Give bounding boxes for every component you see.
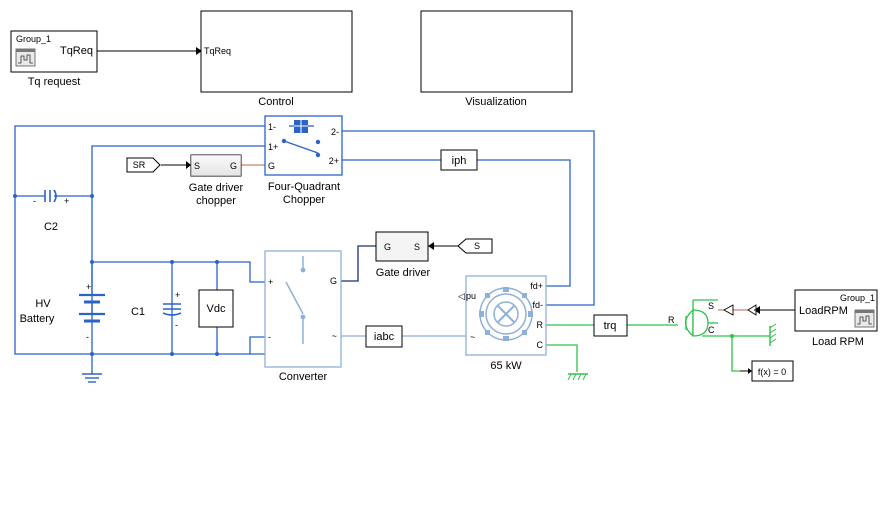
chopper-port-2-plus: 2+ bbox=[329, 156, 339, 166]
speed-source-block[interactable]: S R C bbox=[668, 299, 718, 337]
chopper-label-line1: Four-Quadrant bbox=[268, 181, 340, 193]
gate-driver-port-g: G bbox=[384, 242, 391, 252]
ps-converter-icon bbox=[723, 304, 760, 316]
vdc-text: Vdc bbox=[207, 303, 226, 315]
c1-plus: + bbox=[175, 290, 180, 300]
hv-battery[interactable]: + - bbox=[79, 262, 105, 342]
sr-from-tag[interactable]: SR bbox=[126, 157, 161, 173]
converter-tilde: ~ bbox=[332, 331, 337, 341]
gate-chopper-label-line1: Gate driver bbox=[189, 182, 244, 194]
gate-driver-chopper-block[interactable]: S G bbox=[190, 154, 242, 177]
control-label: Control bbox=[258, 96, 293, 108]
motor-port-fd-plus: fd+ bbox=[530, 281, 543, 291]
load-rpm-group: Group_1 bbox=[840, 293, 875, 303]
c1-capacitor[interactable]: + - bbox=[162, 290, 182, 330]
motor-port-c: C bbox=[537, 340, 544, 350]
c2-capacitor[interactable]: - + bbox=[33, 189, 69, 206]
vdc-block[interactable]: Vdc bbox=[198, 289, 234, 328]
c2-minus: - bbox=[33, 196, 36, 206]
load-rpm-block[interactable]: Group_1 LoadRPM bbox=[794, 289, 878, 332]
trq-text: trq bbox=[604, 320, 617, 332]
tq-request-label: Tq request bbox=[28, 76, 81, 88]
converter-g: G bbox=[330, 276, 337, 286]
motor-65kw-block[interactable]: ◁ pu fd+ fd- R C ~ bbox=[458, 275, 547, 356]
switch-icon bbox=[281, 120, 321, 158]
junction-dots bbox=[13, 194, 219, 356]
iabc-block[interactable]: iabc bbox=[365, 325, 403, 348]
s-tag-text: S bbox=[474, 241, 480, 251]
converter-block[interactable]: + - G ~ bbox=[264, 250, 342, 368]
motor-label: 65 kW bbox=[490, 360, 522, 372]
four-quadrant-chopper[interactable]: 1- 1+ G 2- 2+ bbox=[264, 115, 343, 176]
mechanical-ground-icon bbox=[567, 373, 588, 381]
iph-text: iph bbox=[452, 155, 467, 167]
signal-wires bbox=[97, 47, 795, 374]
c2-label: C2 bbox=[44, 221, 58, 233]
s-from-tag[interactable]: S bbox=[457, 238, 493, 254]
speed-source-s: S bbox=[708, 301, 714, 311]
load-rpm-label: Load RPM bbox=[812, 336, 864, 348]
battery-label-line2: Battery bbox=[20, 313, 55, 325]
chopper-port-1-minus: 1- bbox=[268, 122, 276, 132]
battery-plus: + bbox=[86, 282, 91, 292]
signal-builder-icon bbox=[15, 48, 36, 67]
c1-minus: - bbox=[175, 320, 178, 330]
gate-driver-block[interactable]: G S bbox=[375, 231, 429, 262]
gate-driver-port-s: S bbox=[414, 242, 420, 252]
control-inport-label: TqReq bbox=[204, 46, 231, 56]
chopper-port-1-plus: 1+ bbox=[268, 142, 278, 152]
electrical-ground-icon bbox=[82, 373, 102, 383]
chopper-port-g: G bbox=[268, 161, 275, 171]
signal-builder-icon bbox=[854, 309, 875, 328]
control-subsystem[interactable]: TqReq bbox=[200, 10, 353, 93]
speed-source-r: R bbox=[668, 315, 675, 325]
gate-chopper-port-s: S bbox=[194, 161, 200, 171]
motor-tilde: ~ bbox=[470, 332, 475, 342]
solver-text: f(x) = 0 bbox=[758, 367, 786, 377]
switch-icon bbox=[285, 256, 306, 344]
battery-label-line1: HV bbox=[35, 298, 51, 310]
converter-label: Converter bbox=[279, 371, 328, 383]
motor-icon bbox=[479, 287, 533, 341]
mechanical-reference-icon bbox=[769, 323, 777, 346]
motor-port-fd-minus: fd- bbox=[532, 300, 543, 310]
converter-minus: - bbox=[268, 332, 271, 342]
c2-plus: + bbox=[64, 196, 69, 206]
tq-request-group: Group_1 bbox=[16, 34, 51, 44]
tq-request-port: TqReq bbox=[60, 45, 93, 57]
visualization-subsystem[interactable] bbox=[420, 10, 573, 93]
chopper-label-line2: Chopper bbox=[283, 194, 326, 206]
motor-port-r: R bbox=[537, 320, 544, 330]
sr-tag-text: SR bbox=[133, 160, 146, 170]
solver-config-block[interactable]: f(x) = 0 bbox=[751, 360, 794, 382]
motor-pu-arrow: ◁ bbox=[458, 291, 465, 301]
tq-request-block[interactable]: Group_1 TqReq bbox=[10, 30, 98, 73]
trq-block[interactable]: trq bbox=[593, 314, 628, 337]
mechanical-wires bbox=[546, 324, 770, 372]
gate-chopper-port-g: G bbox=[230, 161, 237, 171]
speed-source-c: C bbox=[708, 325, 715, 335]
c1-label: C1 bbox=[131, 306, 145, 318]
load-rpm-port: LoadRPM bbox=[799, 305, 848, 317]
battery-minus: - bbox=[86, 332, 89, 342]
gate-driver-label: Gate driver bbox=[376, 267, 431, 279]
motor-pu: pu bbox=[466, 291, 476, 301]
visualization-label: Visualization bbox=[465, 96, 527, 108]
iph-block[interactable]: iph bbox=[440, 149, 478, 171]
converter-plus: + bbox=[268, 277, 273, 287]
chopper-port-2-minus: 2- bbox=[331, 127, 339, 137]
gate-chopper-label-line2: chopper bbox=[196, 195, 236, 207]
iabc-text: iabc bbox=[374, 331, 395, 343]
